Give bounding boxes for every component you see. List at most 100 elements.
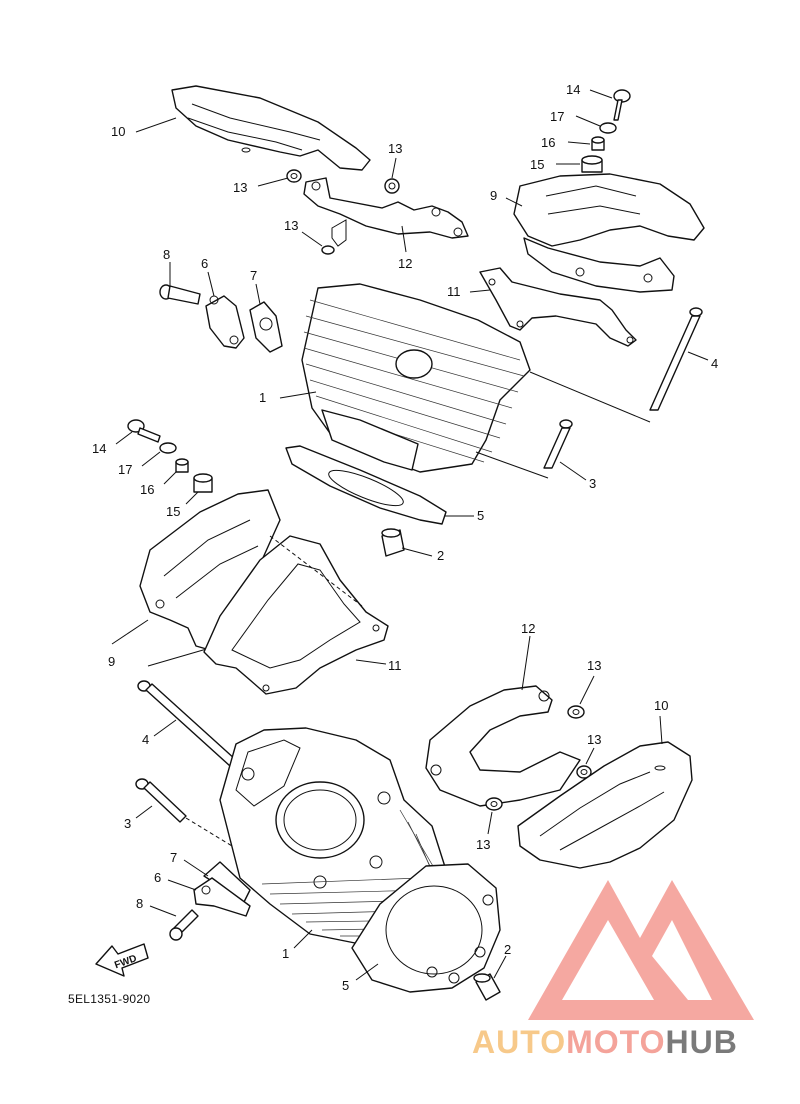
callout-10-bot: 10 [654, 698, 668, 713]
leader-11-top [469, 289, 491, 293]
bracket-12-top [303, 177, 469, 247]
leader-14-mid [115, 431, 133, 445]
gasket-5-bot [351, 863, 501, 993]
dowel-2-bot [473, 973, 501, 1001]
leader-7-top [255, 283, 261, 305]
leader-13-e [585, 747, 595, 765]
callout-13-b: 13 [388, 141, 402, 156]
callout-8-top: 8 [163, 247, 170, 262]
leader-4-bot [153, 719, 177, 737]
gasket-11-mid [203, 535, 389, 695]
guide-4-top [529, 371, 651, 423]
callout-7-top: 7 [250, 268, 257, 283]
leader-3-bot [135, 805, 153, 819]
callout-7-bot: 7 [170, 850, 177, 865]
collar-16-mid [175, 458, 189, 473]
bolt-14-top [613, 89, 631, 121]
watermark-moto: MOTO [566, 1024, 666, 1060]
bracket-12-bot [425, 685, 581, 807]
leader-10-top [135, 117, 177, 133]
bolt-14-mid [127, 419, 161, 443]
leader-9-mid [111, 619, 149, 645]
callout-13-d: 13 [587, 658, 601, 673]
automotohub-logo [528, 880, 754, 1020]
leader-2-bot [493, 955, 507, 979]
bolt-8-top [159, 284, 201, 305]
leader-14-top [589, 89, 613, 99]
gasket-7-top [249, 301, 283, 353]
callout-13-f: 13 [476, 837, 490, 852]
callout-17-top: 17 [550, 109, 564, 124]
callout-1-bot: 1 [282, 946, 289, 961]
grommet-13-a [286, 169, 302, 183]
grommet-13-f [485, 797, 503, 811]
callout-17-mid: 17 [118, 462, 132, 477]
dowel-2-top [381, 528, 405, 557]
grommet-13-c [321, 245, 335, 255]
leader-1-bot [293, 929, 313, 949]
watermark-hub: HUB [665, 1024, 738, 1060]
leader-12-bot [521, 635, 531, 691]
leader-13-d [579, 675, 595, 705]
diagram-code: 5EL1351-9020 [68, 992, 151, 1006]
leader-17-mid [141, 451, 161, 467]
leader-10-bot [659, 715, 663, 745]
callout-12-top: 12 [398, 256, 412, 271]
callout-15-mid: 15 [166, 504, 180, 519]
guide-3-top [475, 451, 549, 479]
callout-2-bot: 2 [504, 942, 511, 957]
callout-6-top: 6 [201, 256, 208, 271]
bracket-6-top [205, 295, 245, 349]
callout-4-top: 4 [711, 356, 718, 371]
cylinder-cover-10-top [171, 85, 371, 171]
callout-3-top: 3 [589, 476, 596, 491]
guide-3-bot [185, 817, 233, 847]
callout-5-top: 5 [477, 508, 484, 523]
callout-13-e: 13 [587, 732, 601, 747]
leader-13-b [391, 157, 397, 179]
callout-16-top: 16 [541, 135, 555, 150]
bolt-3-top [543, 419, 573, 469]
grommet-13-e [576, 765, 592, 779]
bolt-3-bot [135, 778, 187, 823]
bolt-8-bot [169, 909, 199, 941]
leader-15-mid [185, 491, 199, 505]
callout-11-top: 11 [447, 284, 461, 299]
leader-6-top [207, 271, 215, 297]
callout-4-bot: 4 [142, 732, 149, 747]
leader-11-mid [355, 659, 387, 665]
washer-17-mid [159, 442, 177, 454]
gasket-5-top [285, 445, 447, 525]
leader-6-bot [167, 879, 197, 891]
callout-13-a: 13 [233, 180, 247, 195]
cylinder-cover-10-bot [517, 741, 693, 869]
leader-16-top [567, 141, 591, 145]
stud-4-top [649, 307, 703, 411]
callout-10-top: 10 [111, 124, 125, 139]
logo-triangle-icon [528, 880, 754, 1020]
stud-4-bot [137, 680, 237, 767]
callout-2-top: 2 [437, 548, 444, 563]
callout-14-top: 14 [566, 82, 580, 97]
callout-9-top: 9 [490, 188, 497, 203]
grommet-13-d [567, 705, 585, 719]
callout-14-mid: 14 [92, 441, 106, 456]
gasket-11-top [479, 267, 637, 347]
callout-9-mid: 9 [108, 654, 115, 669]
fwd-arrow-icon: FWD [95, 943, 149, 977]
callout-5-bot: 5 [342, 978, 349, 993]
leader-5-bot [355, 963, 379, 981]
callout-11-mid: 11 [388, 658, 402, 673]
callout-15-top: 15 [530, 157, 544, 172]
callout-1-top: 1 [259, 390, 266, 405]
leader-17-top [575, 115, 601, 127]
callout-13-c: 13 [284, 218, 298, 233]
cylinder-1-top [301, 283, 531, 473]
leader-16-mid [163, 471, 177, 485]
leader-12-top [401, 225, 407, 253]
leader-1-top [279, 391, 317, 399]
damper-15-mid [193, 473, 213, 493]
watermark-auto: AUTO [472, 1024, 567, 1060]
guide-mid [269, 535, 363, 607]
